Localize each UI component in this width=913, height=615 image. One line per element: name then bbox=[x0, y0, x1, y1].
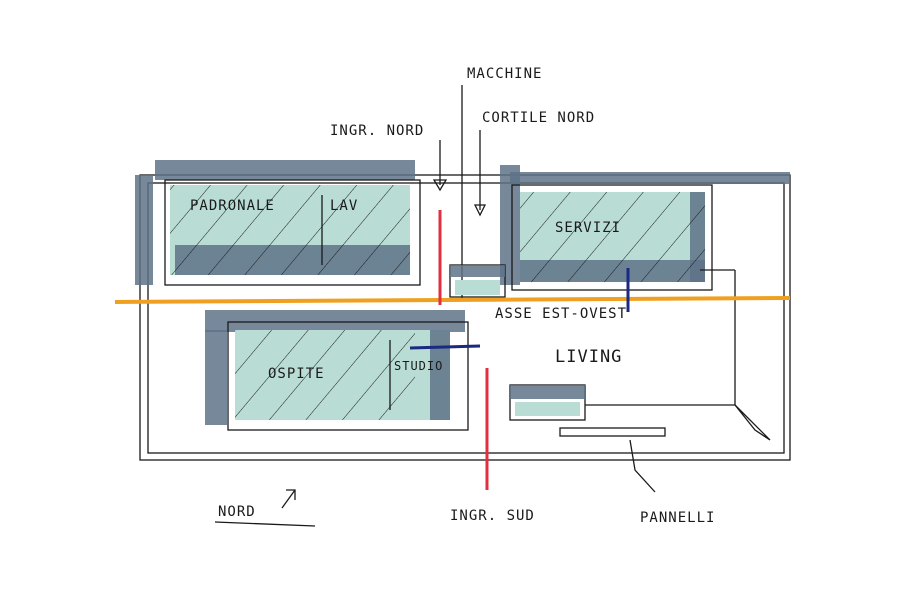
label-padronale: PADRONALE bbox=[190, 198, 275, 214]
label-nord: NORD bbox=[218, 504, 256, 520]
label-cortile-nord: CORTILE NORD bbox=[482, 110, 595, 126]
label-studio: STUDIO bbox=[394, 359, 443, 373]
label-ingr-nord: INGR. NORD bbox=[330, 123, 424, 139]
north-indicator: NORD bbox=[214, 489, 316, 527]
label-pannelli: PANNELLI bbox=[640, 510, 715, 526]
north-arrow-icon bbox=[281, 489, 296, 509]
label-lav: LAV bbox=[330, 198, 358, 214]
label-macchine: MACCHINE bbox=[467, 66, 542, 82]
label-living: LIVING bbox=[555, 347, 622, 367]
axis-east-west bbox=[114, 296, 791, 304]
label-asse: ASSE EST-OVEST bbox=[495, 306, 627, 322]
building-outline bbox=[139, 172, 791, 461]
room-padronale: PADRONALE LAV bbox=[135, 160, 421, 286]
room-living: LIVING bbox=[509, 269, 771, 441]
label-ingr-sud: INGR. SUD bbox=[450, 508, 535, 524]
room-ospite: OSPITE STUDIO bbox=[205, 310, 469, 431]
label-servizi: SERVIZI bbox=[555, 220, 621, 236]
label-ospite: OSPITE bbox=[268, 366, 325, 382]
marker-studio bbox=[409, 344, 481, 350]
room-servizi: SERVIZI bbox=[500, 165, 713, 291]
cortile-nord bbox=[432, 85, 506, 300]
